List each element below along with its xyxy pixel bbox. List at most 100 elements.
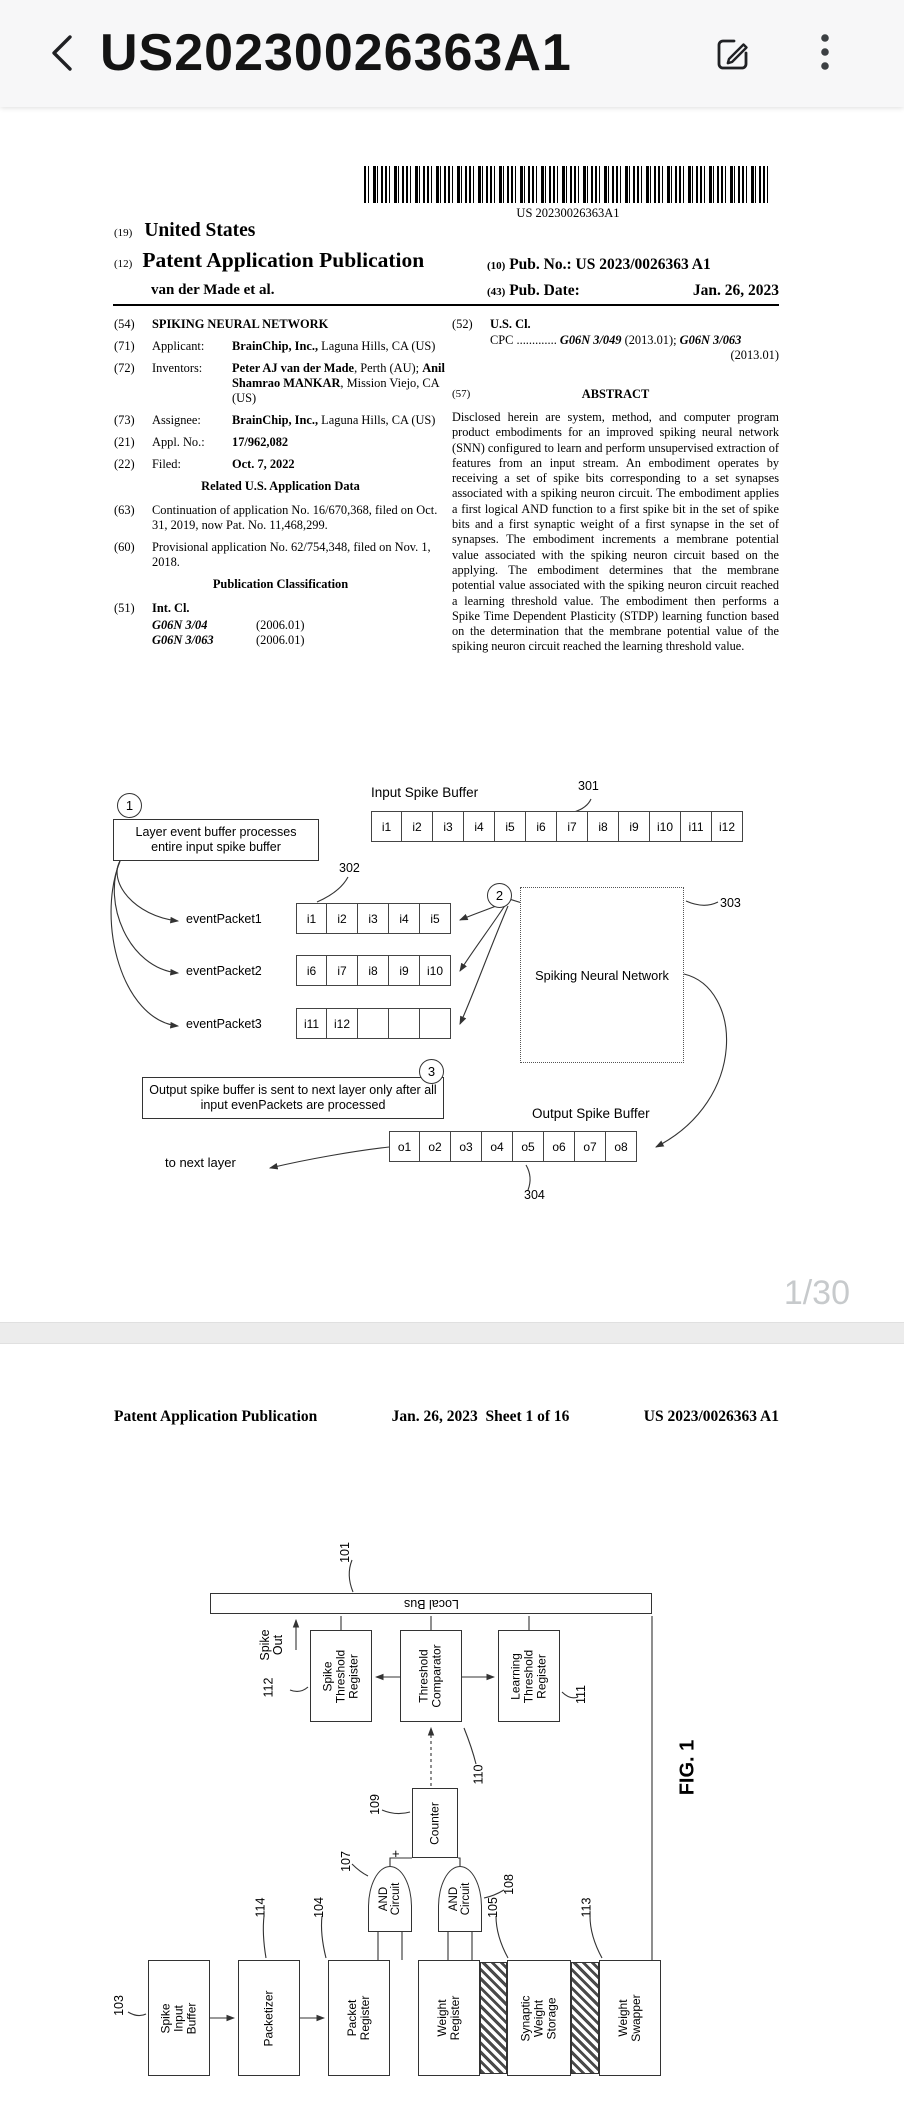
- field-number-12: (12): [114, 258, 133, 270]
- input-buffer-cell: i8: [588, 811, 619, 842]
- abstract-text: Disclosed herein are system, method, and…: [452, 410, 779, 654]
- field-num: (72): [114, 361, 135, 375]
- us-cl-label: U.S. Cl.: [490, 317, 531, 331]
- step-circle-3: 3: [419, 1059, 444, 1084]
- gate-label: AND Circuit: [448, 1882, 472, 1916]
- box-label: Spike Input Buffer: [158, 2002, 199, 2034]
- packet-cell: i4: [389, 903, 420, 934]
- barcode: [364, 166, 772, 203]
- input-buffer-cell: i5: [495, 811, 526, 842]
- class-code: G06N 3/04: [152, 618, 208, 632]
- pub-no-line: (10) Pub. No.: US 2023/0026363 A1: [487, 256, 779, 274]
- ref-104: 104: [311, 1897, 326, 1918]
- packet-cell: i9: [389, 955, 420, 986]
- field-number-43: (43): [487, 286, 506, 298]
- field-label: Filed:: [152, 457, 181, 471]
- output-buffer-cell: o4: [482, 1131, 513, 1162]
- back-chevron-icon: [52, 34, 72, 71]
- related-data-heading: Related U.S. Application Data: [201, 479, 360, 493]
- packet-cell: i3: [358, 903, 389, 934]
- and-circuit-1: AND Circuit: [368, 1866, 412, 1932]
- inventors-value: Peter AJ van der Made, Perth (AU); Anil …: [232, 361, 445, 405]
- back-button[interactable]: [36, 28, 88, 80]
- note-box-1: Layer event buffer processes entire inpu…: [113, 819, 319, 861]
- input-buffer-cell: i2: [402, 811, 433, 842]
- ref-103: 103: [111, 1995, 126, 2016]
- int-cl-row: G06N 3/063 (2006.01): [152, 633, 447, 648]
- event-packet-3-label: eventPacket3: [186, 1017, 262, 1031]
- cpc-line-1: CPC ............. G06N 3/049 (2013.01); …: [490, 333, 742, 347]
- field-continuation: (63) Continuation of application No. 16/…: [114, 503, 447, 533]
- ref-301: 301: [578, 779, 599, 793]
- input-buffer-cell: i7: [557, 811, 588, 842]
- ref-304: 304: [524, 1188, 545, 1202]
- field-us-cl: (52) U.S. Cl.: [452, 317, 779, 332]
- spike-out-label: Spike Out: [258, 1629, 285, 1661]
- pub-date-label: Pub. Date:: [509, 282, 580, 299]
- pub-no-value: US 2023/0026363 A1: [575, 256, 711, 273]
- app-bar: US20230026363A1: [0, 0, 904, 107]
- abstract-heading-row: (57) ABSTRACT: [452, 387, 779, 402]
- field-num: (71): [114, 339, 135, 353]
- abstract-heading: ABSTRACT: [581, 387, 650, 401]
- ref-114: 114: [253, 1897, 268, 1918]
- class-code: G06N 3/063: [152, 633, 214, 647]
- ref-112: 112: [261, 1677, 276, 1698]
- figure-caption: FIG. 1: [676, 1739, 699, 1796]
- box-label: Threshold Comparator: [417, 1644, 445, 1708]
- country-name: United States: [144, 220, 256, 241]
- ref-107: 107: [338, 1851, 353, 1872]
- ref-303: 303: [720, 896, 741, 910]
- box-synaptic-weight-storage: Synaptic Weight Storage: [507, 1960, 571, 2076]
- output-spike-buffer-label: Output Spike Buffer: [532, 1106, 650, 1121]
- field-assignee: (73) Assignee: BrainChip, Inc., Laguna H…: [114, 413, 447, 428]
- edit-button[interactable]: [704, 30, 762, 80]
- masthead-doc-type: (12)Patent Application Publication: [114, 248, 424, 273]
- ref-110: 110: [471, 1764, 486, 1785]
- box-label: Packet Register: [345, 1995, 372, 2041]
- overflow-menu-button[interactable]: [800, 28, 850, 80]
- event-packet-2-label: eventPacket2: [186, 964, 262, 978]
- pub-date-label-group: (43) Pub. Date:: [487, 282, 580, 300]
- author-line: van der Made et al.: [151, 282, 275, 298]
- field-num: (57): [452, 388, 471, 400]
- assignee-value: BrainChip, Inc., Laguna Hills, CA (US): [232, 413, 436, 427]
- event-packet-1-label: eventPacket1: [186, 912, 262, 926]
- box-counter: Counter: [412, 1788, 458, 1858]
- input-buffer-cell: i11: [681, 811, 712, 842]
- int-cl-label: Int. Cl.: [152, 601, 190, 615]
- local-bus-label: Local Bus: [403, 1596, 459, 1611]
- barcode-caption: US 20230026363A1: [516, 206, 620, 220]
- input-spike-buffer-label: Input Spike Buffer: [371, 785, 479, 800]
- biblio-left-column: (54) SPIKING NEURAL NETWORK (71) Applica…: [114, 317, 447, 648]
- input-buffer-cell: i1: [371, 811, 402, 842]
- box-threshold-comparator: Threshold Comparator: [400, 1630, 462, 1722]
- local-bus: Local Bus: [210, 1593, 652, 1614]
- page-indicator: 1/30: [783, 1274, 850, 1312]
- plus-sign: +: [392, 1846, 400, 1861]
- input-buffer-cell: i4: [464, 811, 495, 842]
- packet-cell: i12: [327, 1008, 358, 1039]
- int-cl-row: G06N 3/04 (2006.01): [152, 618, 447, 633]
- appl-no-value: 17/962,082: [232, 435, 289, 449]
- spiking-neural-network-box: Spiking Neural Network: [520, 887, 684, 1063]
- edit-icon: [717, 39, 748, 69]
- box-packet-register: Packet Register: [328, 1960, 390, 2076]
- field-num: (73): [114, 413, 135, 427]
- app-bar-title: US20230026363A1: [100, 24, 572, 82]
- output-buffer-cell: o7: [575, 1131, 606, 1162]
- packet-cell: i8: [358, 955, 389, 986]
- ref-302: 302: [339, 861, 360, 875]
- field-int-cl: (51) Int. Cl.: [114, 601, 447, 616]
- output-buffer-cell: o2: [420, 1131, 451, 1162]
- ref-101: 101: [337, 1542, 352, 1563]
- box-label: Weight Swapper: [616, 1994, 643, 2042]
- packet-cell: [389, 1008, 420, 1039]
- field-num: (52): [452, 317, 473, 331]
- input-buffer-cell: i3: [433, 811, 464, 842]
- input-buffer-cell: i10: [650, 811, 681, 842]
- field-num: (51): [114, 601, 135, 615]
